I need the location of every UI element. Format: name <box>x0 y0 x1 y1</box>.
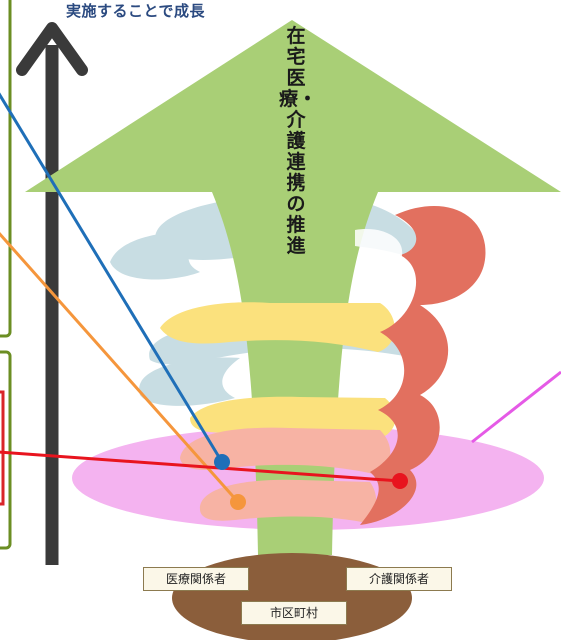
swirl-yellow-band-1 <box>160 302 395 352</box>
red-connector-line <box>0 450 401 483</box>
swirl-pink-band-2 <box>199 479 377 522</box>
main-green-arrow <box>25 20 561 555</box>
orange-endpoint-dot <box>230 494 246 510</box>
header-title: 実施することで成長 <box>66 2 206 20</box>
care-stakeholders-label: 介護関係者 <box>346 567 452 591</box>
orange-connector-line <box>0 231 240 503</box>
growth-arrow-head <box>16 22 88 76</box>
left-red-marker <box>0 390 5 506</box>
arrow-vertical-title: 在宅医療・介護連携の推進 <box>279 25 318 257</box>
blue-endpoint-dot <box>214 454 230 470</box>
swirl-red-right <box>360 206 486 525</box>
swirl-blue-left-1 <box>110 231 200 280</box>
medical-stakeholders-label: 医療関係者 <box>143 567 249 591</box>
left-frame-bottom <box>0 350 12 550</box>
left-frame-top <box>0 0 12 338</box>
magenta-connector-line <box>471 370 561 444</box>
swirl-highlight <box>355 229 403 262</box>
blue-connector-line <box>0 92 224 463</box>
red-endpoint-dot <box>392 473 408 489</box>
swirl-blue-left-2 <box>139 357 240 406</box>
municipality-label: 市区町村 <box>241 601 347 625</box>
swirl-yellow-band-2 <box>190 396 396 436</box>
swirl-pink-band-1 <box>180 427 391 475</box>
